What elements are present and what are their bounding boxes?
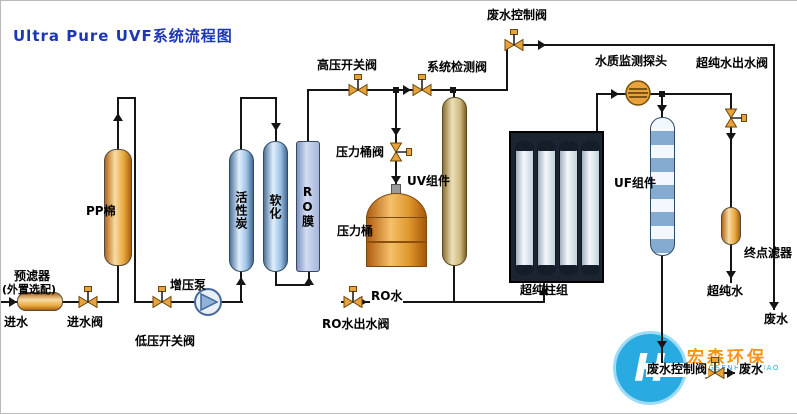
softener-label: 软化 (268, 193, 282, 220)
pressure-tank-seam (366, 241, 427, 243)
label-up-water: 超纯水 (707, 284, 744, 298)
pipe (117, 97, 119, 149)
pipe-junction (659, 91, 665, 97)
pipe (730, 93, 732, 283)
pipe (134, 301, 243, 303)
ro-membrane-label: RO膜 (300, 185, 315, 228)
pipe (240, 97, 277, 99)
label-waste-bottom: 废水 (738, 362, 765, 377)
waste-control-valve-top-icon (504, 29, 524, 51)
label-low-pressure-valve: 低压开关阀 (135, 334, 196, 348)
label-final-filter: 终点滤器 (744, 246, 793, 260)
low-pressure-switch-valve-icon (152, 286, 172, 308)
pipe-junction (393, 87, 399, 93)
label-ro-water: RO水 (370, 289, 404, 304)
label-system-check-valve: 系统检测阀 (427, 60, 488, 74)
flow-arrow (538, 40, 546, 50)
softener-column: 软化 (263, 141, 288, 272)
water-quality-probe (625, 80, 651, 106)
uf-module-cylinder (650, 117, 675, 256)
up-water-outlet-valve-icon (725, 108, 747, 128)
label-high-pressure-valve: 高压开关阀 (317, 58, 378, 72)
ro-membrane-vessel: RO膜 (296, 141, 320, 272)
pipe (275, 271, 277, 286)
label-ro-outlet-valve: RO水出水阀 (322, 317, 390, 331)
flow-arrow (769, 302, 779, 310)
flow-arrow (359, 297, 367, 307)
flow-arrow (113, 113, 123, 121)
label-tank-valve: 压力桶阀 (336, 145, 385, 159)
ro-water-outlet-valve-icon (343, 286, 363, 308)
flow-arrow (726, 133, 736, 141)
pp-cotton-filter (104, 149, 132, 266)
label-uv-module: UV组件 (407, 174, 451, 188)
flow-arrow (403, 85, 411, 95)
up-column-cylinder (559, 141, 578, 275)
up-column-cylinder (581, 141, 600, 275)
pipe (118, 97, 136, 99)
pipe (596, 93, 598, 131)
activated-carbon-label: 活性炭 (234, 191, 248, 230)
pipe (134, 97, 136, 303)
flow-arrow (391, 176, 401, 184)
label-uf-module: UF组件 (614, 176, 656, 190)
label-waste-right: 废水 (764, 312, 789, 326)
pipe (275, 97, 277, 141)
system-check-valve-icon (412, 74, 432, 96)
flow-arrow (657, 105, 667, 113)
flow-arrow (391, 128, 401, 136)
flow-arrow (271, 123, 281, 131)
label-quality-probe: 水质监测探头 (595, 54, 668, 68)
pipe (117, 265, 119, 303)
pipe (240, 271, 242, 303)
flow-arrow (304, 277, 314, 285)
pipe (453, 265, 455, 303)
pipe (341, 301, 545, 303)
pressure-tank-dome (366, 193, 427, 219)
flow-arrow (9, 297, 17, 307)
label-pp-cotton: PP棉 (86, 204, 116, 218)
label-waste-valve-top: 废水控制阀 (487, 8, 548, 22)
label-up-outlet-valve: 超纯水出水阀 (696, 56, 769, 70)
prefilter-vessel (17, 292, 63, 311)
waste-control-valve-bottom-icon (705, 357, 725, 379)
pipe (275, 284, 310, 286)
label-booster-pump: 增压泵 (170, 278, 207, 292)
label-pressure-tank: 压力桶 (337, 224, 374, 238)
pipe (453, 89, 455, 97)
flow-arrow (657, 341, 667, 349)
booster-pump (194, 288, 222, 316)
flow-arrow (611, 89, 619, 99)
flow-arrow (236, 277, 246, 285)
pipe (307, 89, 309, 141)
pipe (395, 89, 397, 187)
label-prefilter-1: 预滤器 (14, 269, 51, 283)
pipe-junction (450, 87, 456, 93)
high-pressure-switch-valve-icon (348, 74, 368, 96)
pressure-tank-valve-icon (390, 142, 412, 162)
label-inlet-valve: 进水阀 (67, 315, 104, 329)
pipe (240, 97, 242, 149)
label-prefilter-2: (外置选配) (2, 283, 57, 296)
flow-arrow (727, 368, 735, 378)
up-column-cylinder (515, 141, 534, 275)
uv-module-cylinder (442, 97, 467, 266)
pipe (661, 255, 663, 373)
flow-arrow (539, 287, 549, 295)
activated-carbon-column: 活性炭 (229, 149, 254, 272)
label-waste-valve-bottom: 废水控制阀 (646, 362, 709, 377)
label-inlet: 进水 (4, 315, 29, 329)
pipe (506, 44, 775, 46)
inlet-valve-icon (78, 286, 98, 308)
up-column-cylinder (537, 141, 556, 275)
diagram-title: Ultra Pure UVF系统流程图 (13, 27, 233, 45)
pipe (773, 44, 775, 310)
flow-arrow (726, 271, 736, 279)
label-up-column-group: 超纯柱组 (520, 283, 569, 297)
final-filter-vessel (721, 207, 741, 245)
pipe (506, 44, 508, 91)
